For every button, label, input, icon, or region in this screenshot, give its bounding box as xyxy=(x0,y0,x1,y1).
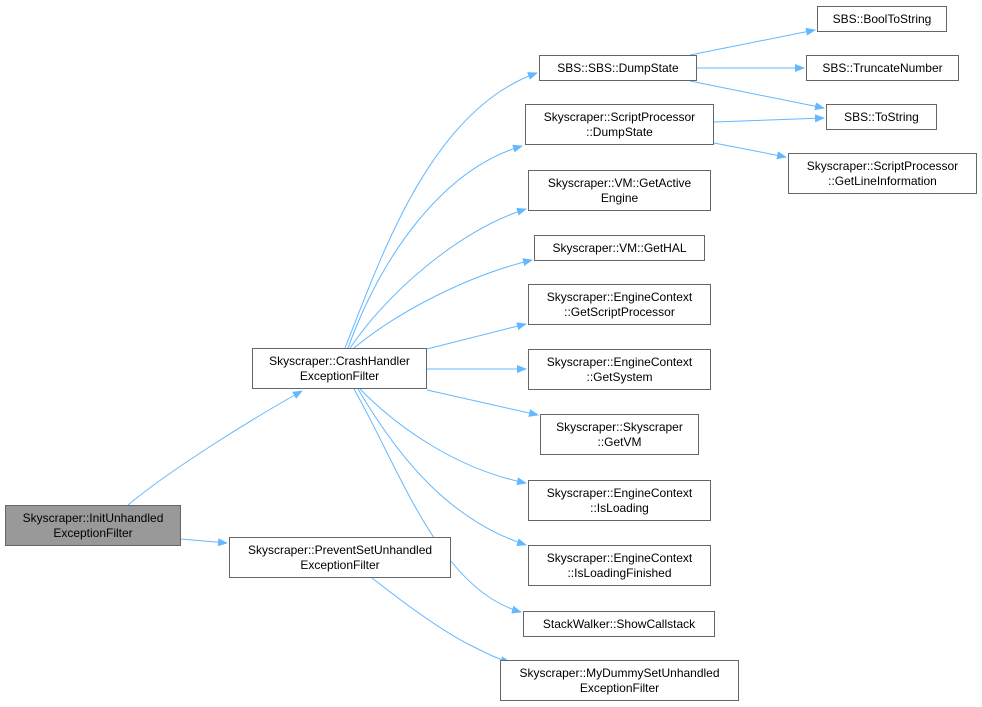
node-callstack[interactable]: StackWalker::ShowCallstack xyxy=(523,611,715,637)
node-getsystem[interactable]: Skyscraper::EngineContext::GetSystem xyxy=(528,349,711,390)
node-isloading[interactable]: Skyscraper::EngineContext::IsLoading xyxy=(528,480,711,521)
edge-spdump-to-tostring xyxy=(713,114,825,123)
node-sbsdump[interactable]: SBS::SBS::DumpState xyxy=(539,55,697,81)
node-spdump[interactable]: Skyscraper::ScriptProcessor::DumpState xyxy=(525,104,714,145)
node-label-line: ::GetVM xyxy=(597,434,642,449)
edge-crash-to-gethal xyxy=(353,258,533,349)
node-label-line: Skyscraper::CrashHandler xyxy=(269,353,410,368)
node-label-line: Engine xyxy=(600,190,639,205)
edge-crash-to-callstack xyxy=(353,388,522,614)
edge-prevent-to-dummy xyxy=(371,577,511,665)
node-label-line: Skyscraper::EngineContext xyxy=(546,354,693,369)
node-label-line: Skyscraper::PreventSetUnhandled xyxy=(247,542,433,557)
edge-crash-to-isloadingfin xyxy=(357,388,527,546)
node-gethal[interactable]: Skyscraper::VM::GetHAL xyxy=(534,235,705,261)
edge-sbsdump-to-tostring xyxy=(689,80,825,111)
node-getsp[interactable]: Skyscraper::EngineContext::GetScriptProc… xyxy=(528,284,711,325)
node-getline[interactable]: Skyscraper::ScriptProcessor::GetLineInfo… xyxy=(788,153,977,194)
node-label-line: Skyscraper::ScriptProcessor xyxy=(806,158,959,173)
node-label-line: Skyscraper::Skyscraper xyxy=(556,419,683,434)
edge-sbsdump-to-booltostr xyxy=(689,27,816,56)
node-getvm[interactable]: Skyscraper::Skyscraper::GetVM xyxy=(540,414,699,455)
node-label-line: Skyscraper::EngineContext xyxy=(546,485,693,500)
node-label-line: ExceptionFilter xyxy=(53,525,133,540)
node-tostring[interactable]: SBS::ToString xyxy=(826,104,937,130)
node-label-line: Skyscraper::EngineContext xyxy=(546,289,693,304)
node-label-line: Skyscraper::MyDummySetUnhandled xyxy=(519,665,720,680)
node-label-line: ExceptionFilter xyxy=(300,557,380,572)
node-label-line: SBS::TruncateNumber xyxy=(822,60,943,75)
node-label-line: ::IsLoading xyxy=(590,500,649,515)
edge-root-to-prevent xyxy=(180,538,228,547)
node-label-line: Skyscraper::VM::GetActive xyxy=(547,175,692,190)
node-label-line: Skyscraper::EngineContext xyxy=(546,550,693,565)
node-label-line: SBS::ToString xyxy=(844,109,919,124)
node-label-line: ::IsLoadingFinished xyxy=(567,565,672,580)
node-label-line: ::GetScriptProcessor xyxy=(564,304,675,319)
node-booltostr[interactable]: SBS::BoolToString xyxy=(817,6,947,32)
edges-layer xyxy=(127,27,825,665)
edge-spdump-to-getline xyxy=(713,142,787,160)
node-label-line: ExceptionFilter xyxy=(299,368,380,383)
node-label-line: ::GetSystem xyxy=(586,369,653,384)
node-label-line: StackWalker::ShowCallstack xyxy=(542,616,696,631)
node-isloadingfin[interactable]: Skyscraper::EngineContext::IsLoadingFini… xyxy=(528,545,711,586)
edge-crash-to-getactive xyxy=(349,207,527,349)
edge-crash-to-spdump xyxy=(347,144,523,349)
node-label-line: SBS::SBS::DumpState xyxy=(557,60,679,75)
node-truncnum[interactable]: SBS::TruncateNumber xyxy=(806,55,959,81)
edge-crash-to-sbsdump xyxy=(344,72,538,349)
node-label-line: Skyscraper::InitUnhandled xyxy=(22,510,164,525)
node-label-line: ::DumpState xyxy=(586,124,653,139)
node-label-line: ExceptionFilter xyxy=(579,680,660,695)
edge-crash-to-getvm xyxy=(426,389,539,417)
node-label-line: Skyscraper::ScriptProcessor xyxy=(543,109,696,124)
edge-crash-to-isloading xyxy=(359,388,527,486)
node-label-line: SBS::BoolToString xyxy=(832,11,932,26)
edge-crash-to-getsp xyxy=(426,322,527,350)
node-label-line: Skyscraper::VM::GetHAL xyxy=(552,240,687,255)
edge-root-to-crash xyxy=(127,390,303,506)
node-label-line: ::GetLineInformation xyxy=(828,173,937,188)
